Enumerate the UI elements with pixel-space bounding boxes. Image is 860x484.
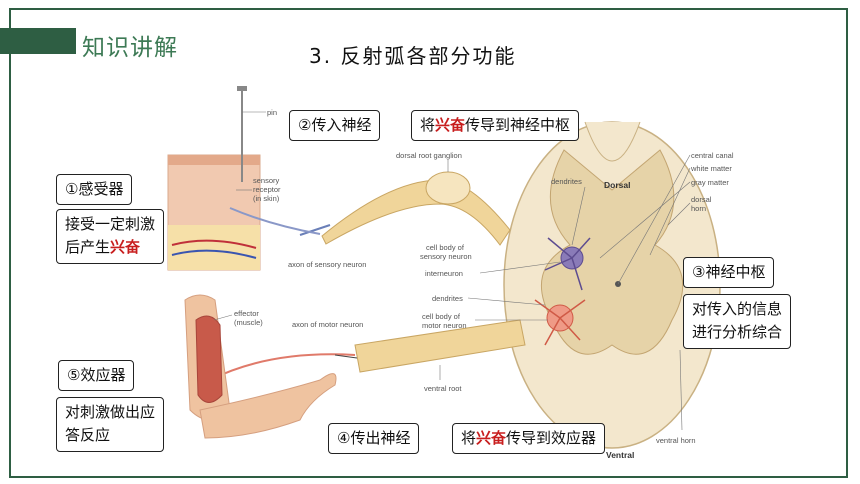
label-dorsal-horn-1: dorsal bbox=[691, 195, 712, 204]
motor-nerve bbox=[209, 319, 526, 381]
label-sensory-receptor-1: sensory bbox=[253, 176, 280, 185]
label-sensory-receptor-3: (in skin) bbox=[253, 194, 280, 203]
interneuron-cells bbox=[534, 237, 591, 346]
label-axon-sensory: axon of sensory neuron bbox=[288, 260, 366, 269]
leader-lines bbox=[213, 111, 691, 431]
skin-block bbox=[167, 154, 321, 271]
effector-func-line1: 对刺激做出应 bbox=[65, 403, 156, 421]
afferent-nerve-box: ②传入神经 bbox=[289, 110, 381, 142]
label-dorsal: Dorsal bbox=[604, 180, 630, 190]
label-interneuron: interneuron bbox=[425, 269, 463, 278]
sensory-nerve bbox=[299, 171, 511, 246]
label-dorsal-horn-2: horn bbox=[691, 204, 706, 213]
receptor-box: ①感受器 bbox=[56, 174, 133, 206]
receptor-func-highlight: 兴奋 bbox=[110, 238, 141, 257]
efferent-func-pre: 将 bbox=[461, 429, 477, 447]
label-dendrites-mid: dendrites bbox=[432, 294, 463, 303]
efferent-nerve-box: ④传出神经 bbox=[328, 423, 420, 455]
afferent-function-box: 将兴奋传导到神经中枢 bbox=[411, 110, 580, 142]
afferent-func-highlight: 兴奋 bbox=[435, 116, 466, 134]
section-label: 知识讲解 bbox=[82, 35, 178, 61]
receptor-func-pre2: 后产生 bbox=[65, 238, 111, 257]
label-cell-body-motor-1: cell body of bbox=[422, 312, 461, 321]
label-effector-1: effector bbox=[234, 309, 259, 318]
label-ventral-horn: ventral horn bbox=[656, 436, 696, 445]
receptor-func-line1: 接受一定刺激 bbox=[65, 215, 156, 233]
slide-frame bbox=[9, 8, 848, 478]
label-pin: pin bbox=[267, 108, 277, 117]
receptor-function-box: 接受一定刺激后产生兴奋 bbox=[56, 209, 165, 264]
label-dorsal-root-ganglion: dorsal root ganglion bbox=[396, 151, 462, 160]
afferent-func-post: 传导到神经中枢 bbox=[465, 116, 571, 134]
efferent-func-post: 传导到效应器 bbox=[506, 429, 597, 447]
section-tab-bar bbox=[0, 28, 76, 54]
label-sensory-receptor-2: receptor bbox=[253, 185, 281, 194]
center-func-line2: 进行分析综合 bbox=[692, 323, 783, 342]
label-axon-motor: axon of motor neuron bbox=[292, 320, 363, 329]
label-dendrites-top: dendrites bbox=[551, 177, 582, 186]
nerve-center-function-box: 对传入的信息进行分析综合 bbox=[683, 294, 792, 349]
arm-muscle bbox=[184, 294, 337, 439]
nerve-center-box: ③神经中枢 bbox=[683, 257, 775, 289]
effector-func-line2: 答反应 bbox=[65, 426, 111, 445]
effector-box: ⑤效应器 bbox=[58, 360, 135, 392]
label-cell-body-motor-2: motor neuron bbox=[422, 321, 467, 330]
label-ventral-root: ventral root bbox=[424, 384, 462, 393]
efferent-function-box: 将兴奋传导到效应器 bbox=[452, 423, 606, 455]
label-cell-body-sensory-2: sensory neuron bbox=[420, 252, 472, 261]
center-func-line1: 对传入的信息 bbox=[692, 300, 783, 318]
label-gray-matter: gray matter bbox=[691, 178, 729, 187]
afferent-func-pre: 将 bbox=[420, 116, 436, 134]
label-cell-body-sensory-1: cell body of bbox=[426, 243, 465, 252]
pin bbox=[237, 86, 247, 182]
label-effector-2: (muscle) bbox=[234, 318, 263, 327]
label-central-canal: central canal bbox=[691, 151, 734, 160]
page-title: 3. 反射弧各部分功能 bbox=[309, 44, 517, 68]
label-ventral: Ventral bbox=[606, 450, 634, 460]
effector-function-box: 对刺激做出应答反应 bbox=[56, 397, 165, 452]
efferent-func-highlight: 兴奋 bbox=[476, 429, 507, 447]
label-white-matter: white matter bbox=[690, 164, 732, 173]
